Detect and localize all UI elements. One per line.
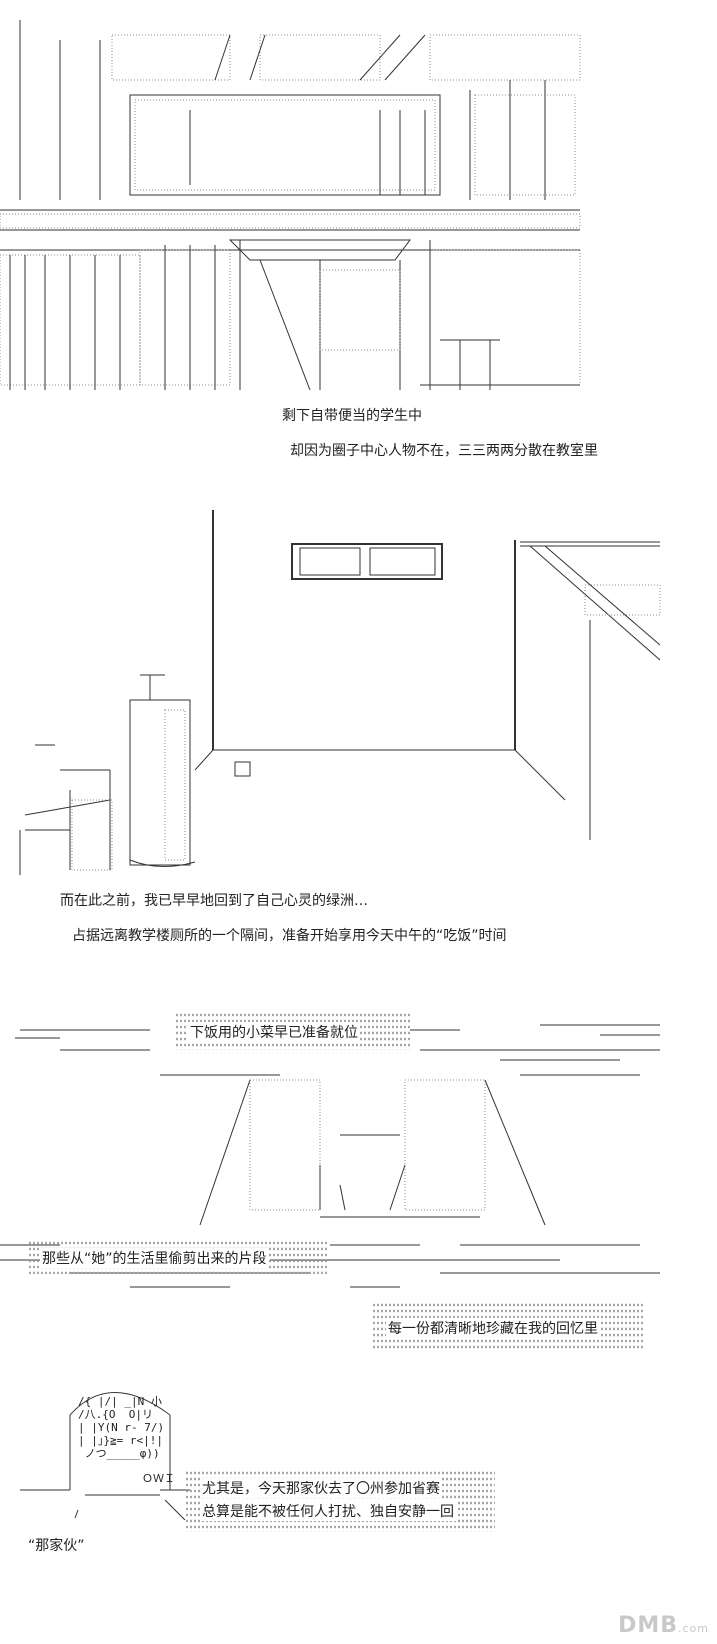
panel2-caption-2: 占据远离教学楼厕所的一个隔间，准备开始享用今天中午的“吃饭”时间 (72, 928, 507, 944)
thatguy-label: “那家伙” (28, 1538, 85, 1554)
thatguy-art (20, 1392, 190, 1521)
site-logo: DMB.com (618, 1613, 709, 1638)
panel2-caption-1: 而在此之前，我已早早地回到了自己心灵的绿洲… (60, 893, 368, 909)
panel4-line-1: 尤其是，今天那家伙去了〇州参加省赛 (200, 1478, 442, 1498)
panel3-box-middle: 那些从“她”的生活里偷剪出来的片段 (40, 1248, 269, 1268)
classroom-art (0, 20, 581, 391)
panel4-line-2: 总算是能不被任何人打扰、独自安静一回 (200, 1501, 456, 1521)
thatguy-face-text: ＯＷＩ (142, 1472, 175, 1485)
thatguy-face: /{ |/| _|N 小 /八.{O O|リ | |Y(N r- 7/) | |… (78, 1395, 165, 1460)
classroom-scene (0, 0, 717, 400)
panel1-caption-2: 却因为圈子中心人物不在，三三两两分散在教室里 (290, 443, 598, 459)
restroom-scene (0, 500, 717, 880)
panel3-box-right: 每一份都清晰地珍藏在我的回忆里 (386, 1318, 600, 1338)
thatguy-scene (0, 1360, 717, 1560)
restroom-art (19, 510, 661, 875)
panel1-caption-1: 剩下自带便当的学生中 (282, 408, 422, 424)
panel3-box-top: 下饭用的小菜早已准备就位 (188, 1022, 360, 1042)
